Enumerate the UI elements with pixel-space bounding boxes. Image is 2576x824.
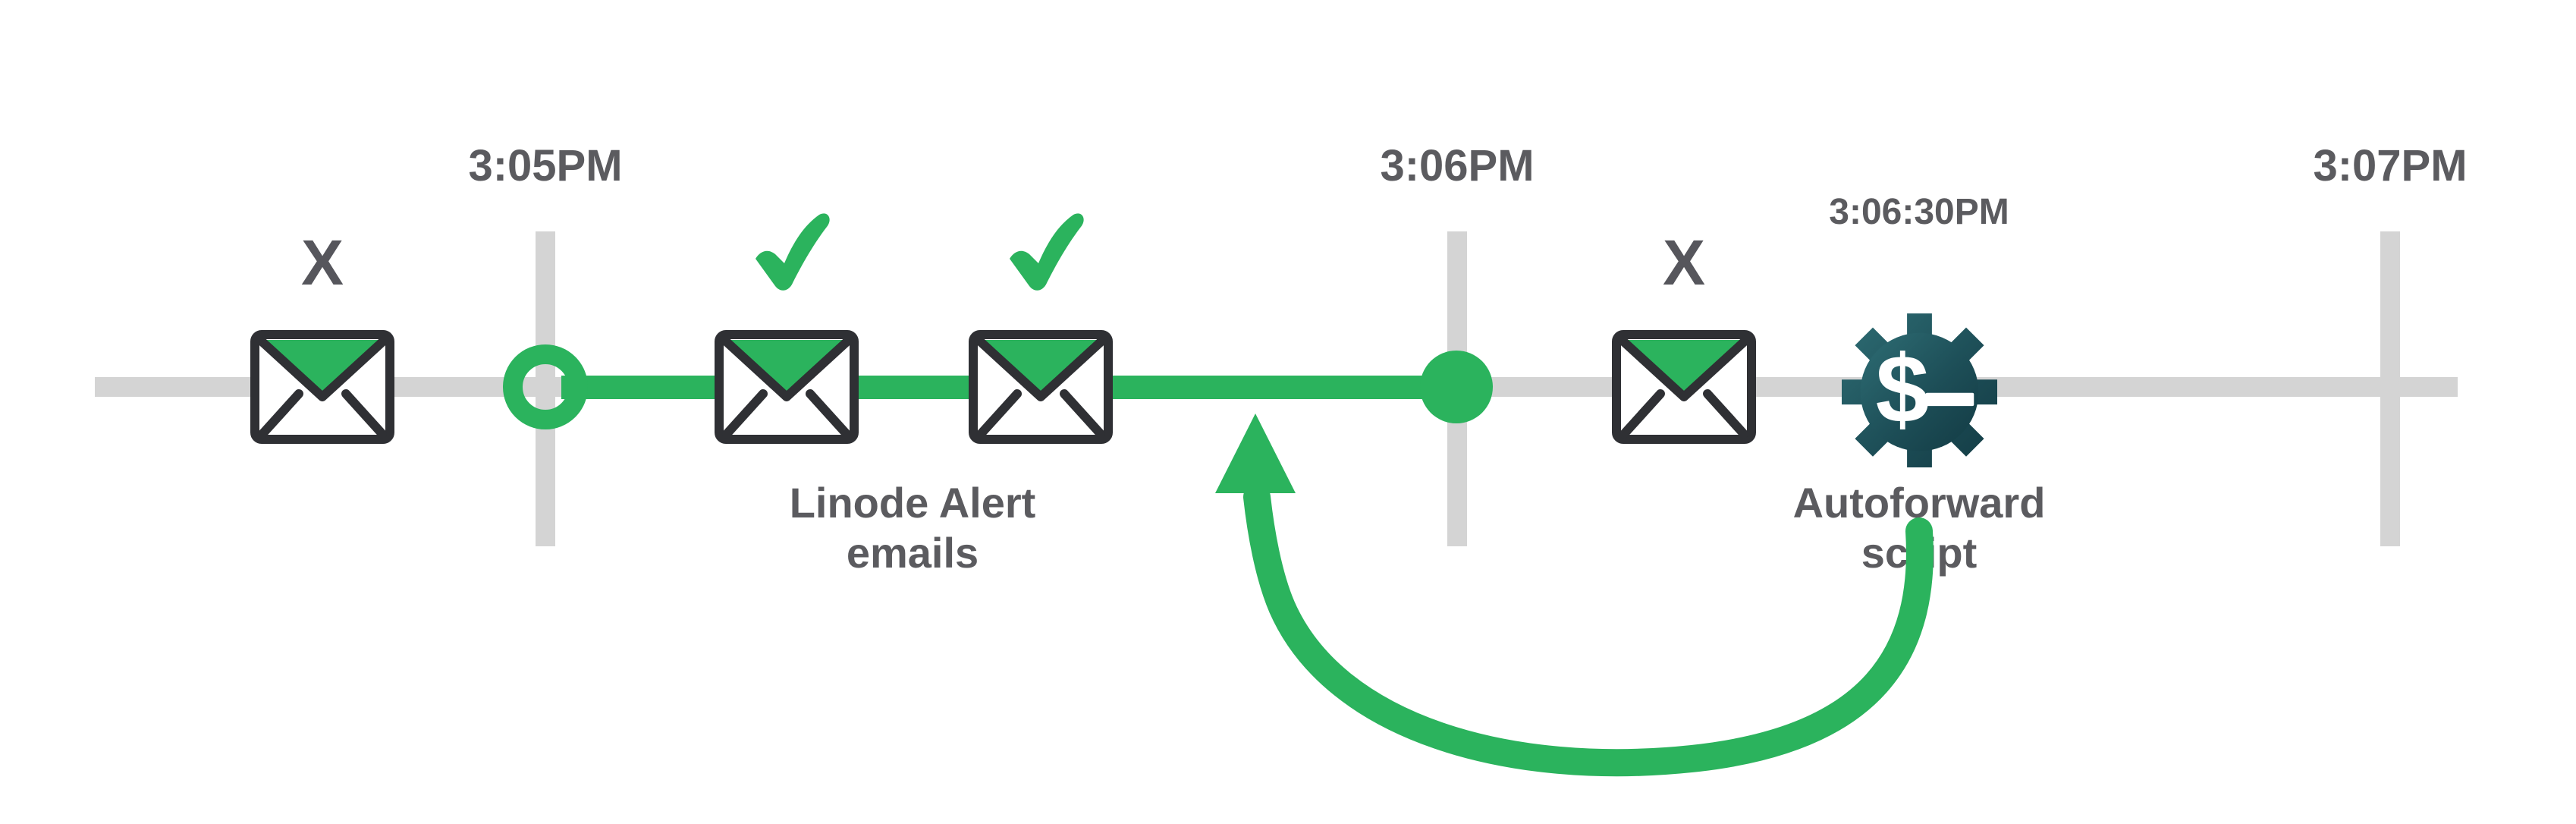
gear-dollar-icon[interactable] xyxy=(1842,313,1997,470)
marker-dot-306[interactable] xyxy=(1420,351,1493,423)
time-labels: 3:05PM 3:06PM 3:07PM 3:06:30PM xyxy=(468,141,2467,232)
caption-alert-emails-line1: Linode Alert xyxy=(790,479,1036,527)
feedback-arrow-head xyxy=(1215,414,1296,493)
envelope-icon-3[interactable] xyxy=(973,335,1108,439)
feedback-arrow xyxy=(1215,414,1934,777)
tick-bar-307 xyxy=(2380,231,2400,546)
x-mark-icon-2: X xyxy=(1663,227,1705,298)
script-time-label: 3:06:30PM xyxy=(1829,192,2009,232)
envelope-icon-1[interactable] xyxy=(255,335,390,439)
feedback-arrow-curve xyxy=(1243,483,1934,777)
time-label-305: 3:05PM xyxy=(468,141,622,190)
check-mark-icon-1 xyxy=(756,213,830,291)
envelope-icon-4[interactable] xyxy=(1616,335,1751,439)
status-marks: X X xyxy=(301,213,1705,298)
envelope-icon-2[interactable] xyxy=(719,335,854,439)
time-label-306: 3:06PM xyxy=(1380,141,1534,190)
check-mark-icon-2 xyxy=(1010,213,1084,291)
captions: Linode Alert emails Autoforward script xyxy=(790,479,2046,577)
tick-bar-305 xyxy=(536,231,555,546)
caption-alert-emails-line2: emails xyxy=(847,529,979,577)
axis-markers[interactable] xyxy=(503,344,1493,429)
marker-ring-305[interactable] xyxy=(503,344,588,429)
time-label-307: 3:07PM xyxy=(2313,141,2467,190)
x-mark-icon-1: X xyxy=(301,227,344,298)
